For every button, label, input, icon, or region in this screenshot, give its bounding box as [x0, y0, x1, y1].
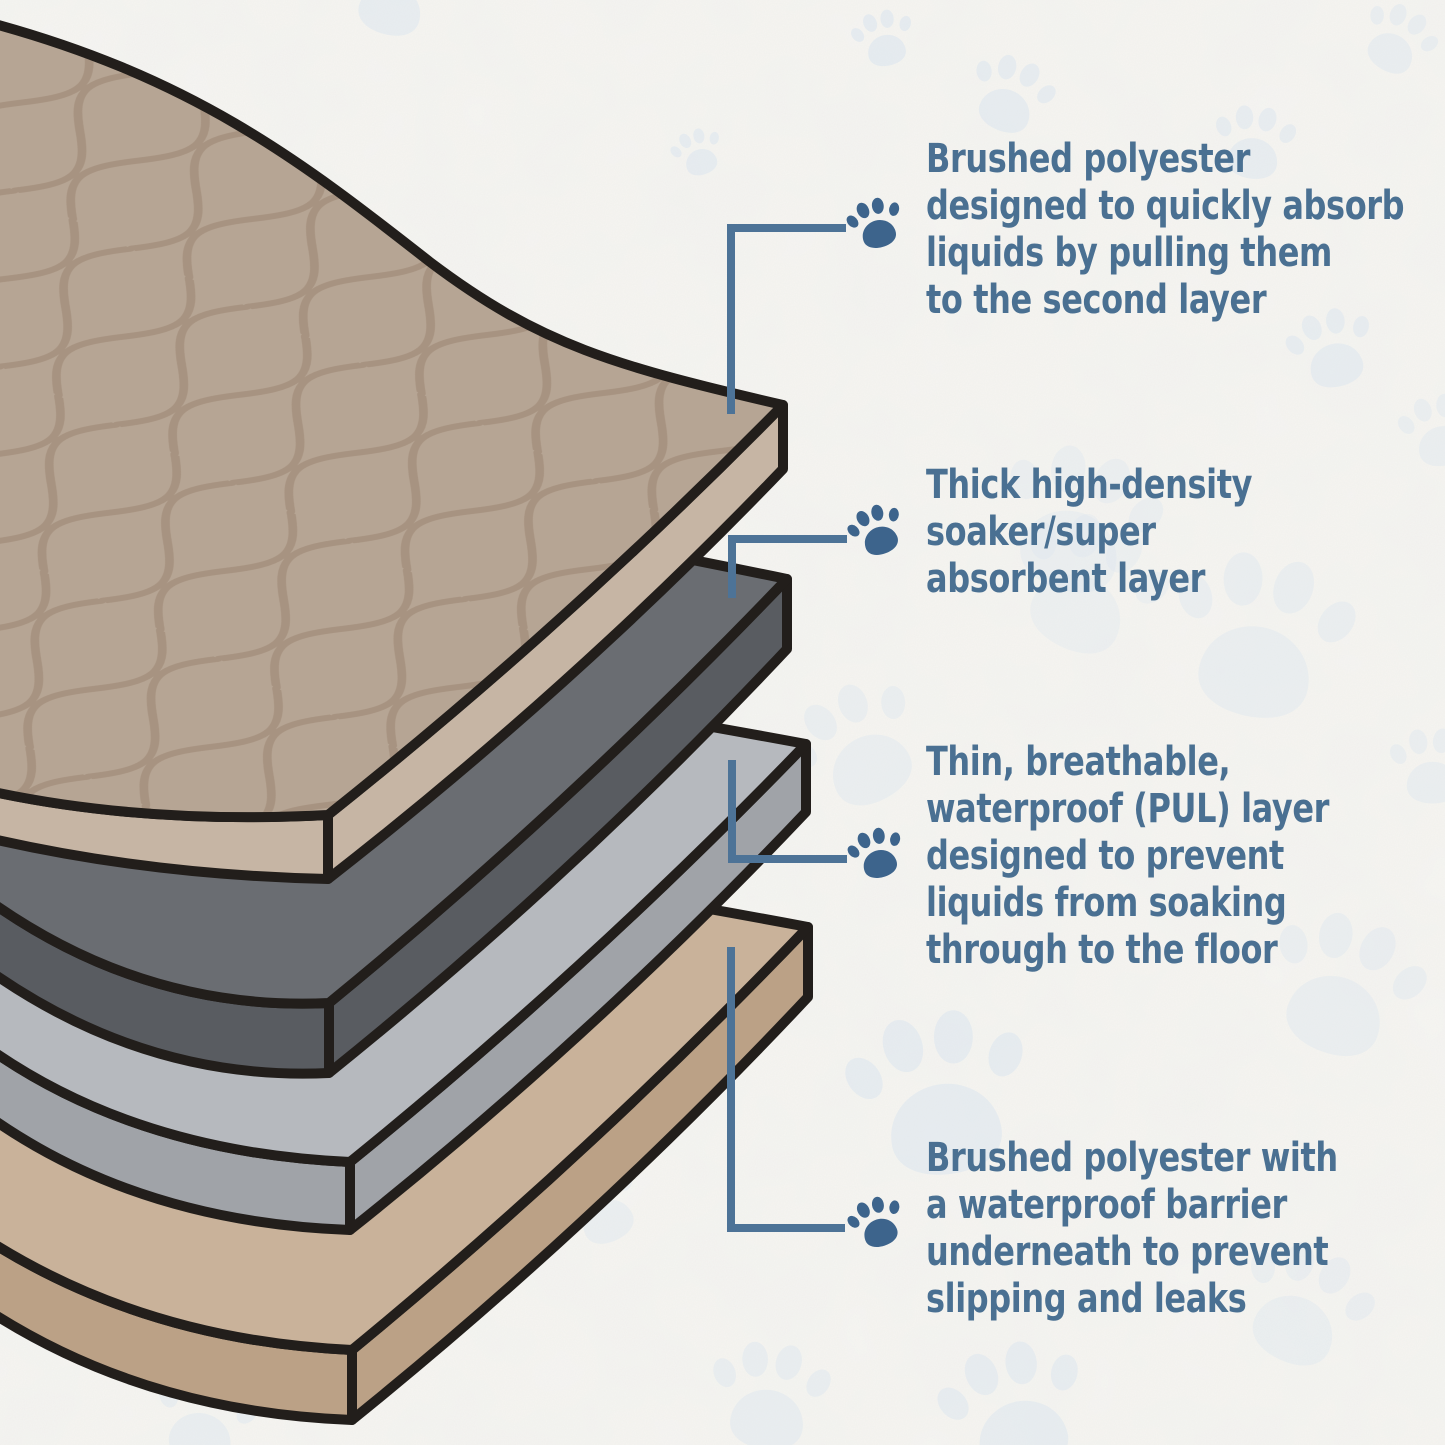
connector-line-bottom-layer — [727, 947, 845, 1232]
layer-top-brushed-polyester — [0, 20, 788, 884]
annotation-bottom-layer: Brushed polyester with a waterproof barr… — [926, 1135, 1441, 1323]
connector-line-soaker-layer — [728, 535, 847, 598]
connector-line-top-layer — [727, 224, 846, 414]
annotation-text: Brushed polyester designed to quickly ab… — [926, 136, 1405, 323]
annotation-text: Brushed polyester with a waterproof barr… — [926, 1135, 1338, 1322]
annotation-pul-layer: Thin, breathable, waterproof (PUL) layer… — [926, 739, 1430, 974]
connector-line-pul-layer — [728, 760, 847, 863]
annotation-text: Thin, breathable, waterproof (PUL) layer… — [926, 739, 1329, 973]
annotation-top-layer: Brushed polyester designed to quickly ab… — [926, 136, 1445, 324]
annotation-soaker-layer: Thick high-density soaker/super absorben… — [926, 462, 1334, 603]
annotation-text: Thick high-density soaker/super absorben… — [926, 462, 1253, 602]
